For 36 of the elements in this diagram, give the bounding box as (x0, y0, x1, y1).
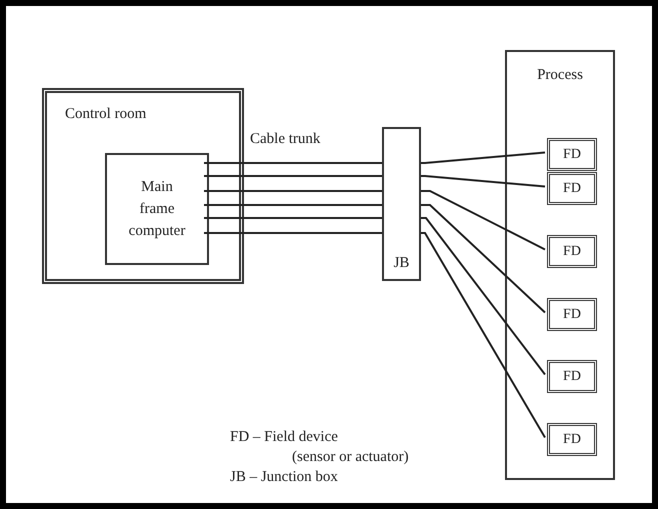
legend-text: FD – Field device (230, 430, 338, 445)
node-label: FD (563, 432, 581, 446)
cable-line (204, 204, 382, 206)
cable-line (421, 232, 546, 438)
cable-line (421, 217, 546, 376)
legend-text: (sensor or actuator) (292, 450, 409, 465)
device-box (547, 423, 597, 456)
device-box (547, 172, 597, 205)
node-label: FD (563, 182, 581, 196)
cable-line (421, 190, 546, 250)
cable-line (421, 175, 546, 188)
node-label: Main frame computer (128, 178, 186, 241)
cable-line (204, 162, 382, 164)
legend-text: JB – Junction box (230, 470, 338, 485)
node-label: JB (394, 256, 410, 271)
device-box (547, 298, 597, 331)
node-label: Control room (65, 105, 146, 124)
cable-line (204, 232, 382, 234)
node-label: FD (563, 370, 581, 384)
node-label: Process (536, 66, 584, 85)
process-box (505, 50, 615, 480)
node-label: FD (563, 244, 581, 258)
room-box (42, 88, 244, 284)
device-box (547, 138, 597, 171)
node-label: FD (563, 308, 581, 322)
cable-line (421, 152, 546, 164)
cable-line (204, 217, 382, 219)
device-box (547, 235, 597, 268)
trunk-label: Cable trunk (250, 132, 320, 147)
cable-line (204, 190, 382, 192)
device-box (547, 360, 597, 393)
node-label: FD (563, 148, 581, 162)
junction-box (382, 127, 421, 281)
computer-box (105, 153, 209, 265)
cable-line (421, 204, 546, 314)
cable-line (204, 175, 382, 177)
